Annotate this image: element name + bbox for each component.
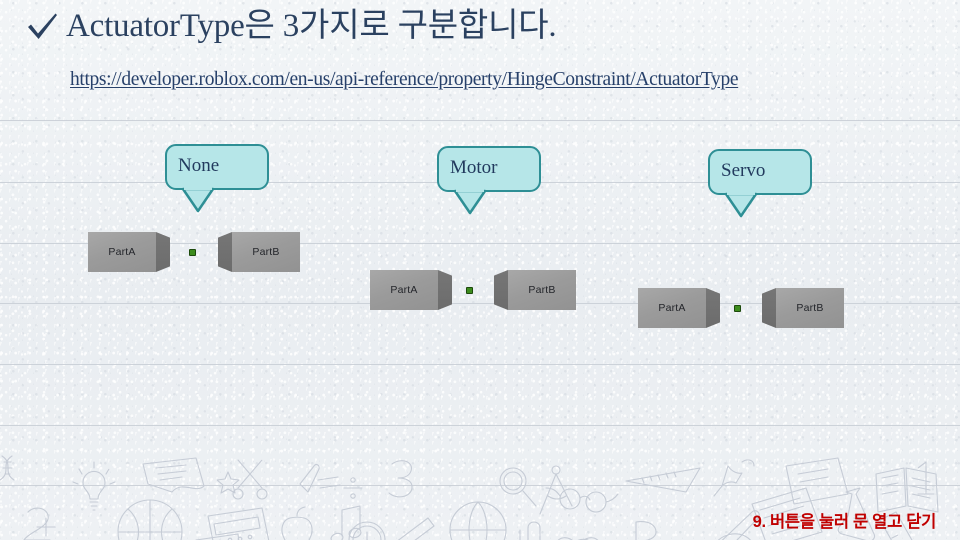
globe-icon xyxy=(449,501,507,540)
part-side-shading xyxy=(494,270,508,310)
callout-bubble-label: Motor xyxy=(450,157,498,178)
glasses-icon xyxy=(545,487,619,513)
flask-icon xyxy=(837,487,876,540)
clipboard-icon xyxy=(751,487,823,540)
part-face xyxy=(508,270,576,310)
paperclip-icon xyxy=(519,521,541,540)
callout-tail-icon xyxy=(724,192,758,218)
slide-header: ActuatorType은 3가지로 구분합니다. xyxy=(0,0,960,58)
callout-tail-icon xyxy=(181,187,215,213)
calculator-icon xyxy=(207,507,270,540)
scissors-icon xyxy=(232,459,268,500)
pushpin-icon xyxy=(713,459,755,497)
part-label: PartA xyxy=(658,302,686,314)
ruler-icon xyxy=(879,511,913,540)
reference-url-link[interactable]: https://developer.roblox.com/en-us/api-r… xyxy=(70,69,739,90)
callout-bubble-none[interactable]: None xyxy=(165,144,269,213)
equals-sign-icon xyxy=(317,476,341,489)
footer-section-label: 9. 버튼을 눌러 문 열고 닫기 xyxy=(752,513,937,531)
part-group-servo: PartA PartB xyxy=(638,288,850,332)
part-side-shading xyxy=(438,270,452,310)
open-book-icon xyxy=(875,467,939,513)
lightbulb-icon xyxy=(72,461,116,511)
pen-icon xyxy=(299,464,320,493)
callout-bubble-servo[interactable]: Servo xyxy=(708,149,812,218)
checkmark-icon xyxy=(28,13,57,39)
part-block-a: PartA xyxy=(370,270,452,310)
book-icon xyxy=(785,457,849,505)
division-sign-icon xyxy=(343,477,363,499)
basketball-icon xyxy=(117,499,183,540)
part-block-a: PartA xyxy=(638,288,720,328)
part-face xyxy=(776,288,844,328)
callout-bubble-motor[interactable]: Motor xyxy=(437,146,541,215)
part-group-none: PartA PartB xyxy=(88,232,308,276)
part-block-a: PartA xyxy=(88,232,170,272)
palette-icon xyxy=(718,533,751,540)
set-square-icon xyxy=(625,467,701,493)
part-block-b: PartB xyxy=(494,270,576,310)
paintbrush-icon xyxy=(721,510,760,540)
plus-sign-icon xyxy=(36,517,56,537)
part-label: PartA xyxy=(108,246,136,258)
part-face xyxy=(638,288,706,328)
part-face xyxy=(232,232,300,272)
hinge-joint-dot xyxy=(189,249,196,256)
paper-sheet-icon xyxy=(142,457,205,493)
music-note-icon xyxy=(330,505,362,540)
pencil-icon xyxy=(397,517,435,540)
clock-icon xyxy=(348,521,386,540)
star-icon xyxy=(216,471,240,494)
numeral-three-icon xyxy=(388,460,413,498)
part-label: PartB xyxy=(528,284,556,296)
part-group-motor: PartA PartB xyxy=(370,270,582,314)
part-side-shading xyxy=(156,232,170,272)
compass-icon xyxy=(539,465,573,515)
page-title: ActuatorType은 3가지로 구분합니다. xyxy=(66,8,557,44)
callout-bubble-label: None xyxy=(178,155,220,176)
part-label: PartB xyxy=(796,302,824,314)
part-block-b: PartB xyxy=(218,232,300,272)
numeral-two-icon xyxy=(23,507,51,540)
letter-b-icon xyxy=(635,521,657,540)
callout-bubble-label: Servo xyxy=(721,160,766,181)
callout-bubble-body xyxy=(437,146,541,192)
part-side-shading xyxy=(218,232,232,272)
notepad-icon xyxy=(195,533,240,540)
apple-icon xyxy=(281,506,313,540)
magnifier-icon xyxy=(499,467,537,507)
numeral-one-icon xyxy=(917,461,935,495)
callout-bubble-body xyxy=(165,144,269,190)
part-label: PartB xyxy=(252,246,280,258)
hinge-joint-dot xyxy=(734,305,741,312)
dna-icon xyxy=(0,455,15,481)
doodle-decoration-band xyxy=(0,454,960,540)
part-face xyxy=(88,232,156,272)
part-block-b: PartB xyxy=(762,288,844,328)
hinge-joint-dot xyxy=(466,287,473,294)
part-side-shading xyxy=(762,288,776,328)
part-face xyxy=(370,270,438,310)
callout-bubble-body xyxy=(708,149,812,195)
callout-tail-icon xyxy=(453,189,487,215)
part-label: PartA xyxy=(390,284,418,296)
part-side-shading xyxy=(706,288,720,328)
